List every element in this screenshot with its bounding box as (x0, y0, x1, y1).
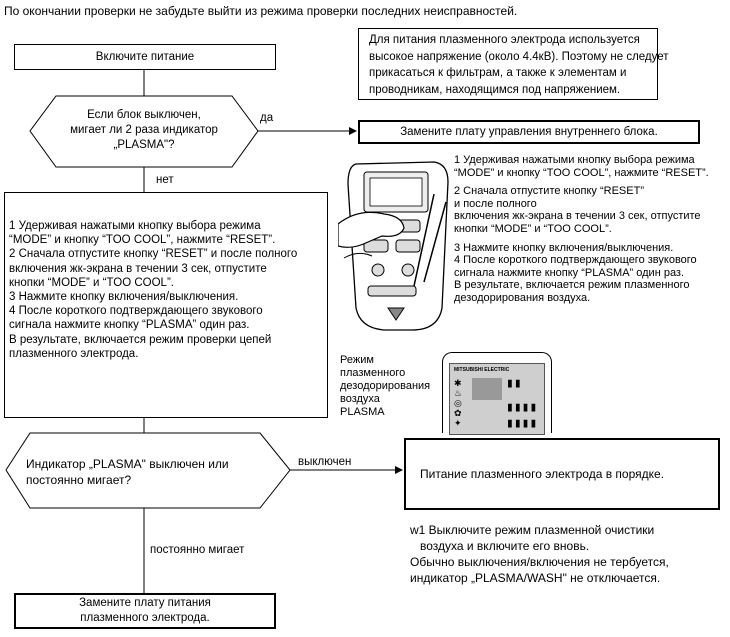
replace-plasma-line: плазменного электрода. (80, 612, 210, 624)
lcd-brand: MITSUBISHI ELECTRIC (454, 367, 510, 373)
step-line: 2 Сначала отпустите кнопку “RESET” и пос… (9, 248, 298, 261)
blinking-label: постоянно мигает (150, 544, 245, 556)
right-steps: 1 Удерживая нажатыми кнопку выбора режим… (454, 154, 709, 305)
step-line: включения жк-экрана в течении 3 сек, отп… (9, 262, 267, 275)
right-step-line: “MODE” и кнопку “TOO COOL”, нажмите “RES… (454, 166, 709, 179)
replace-plasma-line: Замените плату питания (79, 597, 211, 609)
right-step-line: 1 Удерживая нажатыми кнопку выбора режим… (454, 154, 695, 166)
decision1-shape (29, 95, 259, 168)
warning-box: Для питания плазменного электрода исполь… (358, 28, 669, 100)
decision2-line: постоянно мигает? (26, 473, 132, 487)
power-on-label: Включите питание (95, 51, 195, 63)
lcd-block (472, 378, 502, 400)
right-step-line: сигнала нажмите кнопку “PLASMA” один раз… (454, 266, 685, 279)
right-step-line: дезодорирования воздуха. (454, 291, 591, 304)
replace-indoor-box: Замените плату управления внутреннего бл… (358, 120, 700, 144)
decision2-shape (5, 432, 291, 509)
warning-line: высокое напряжение (около 4.4кВ). Поэтом… (369, 50, 669, 63)
no-label: нет (156, 174, 174, 186)
lcd-display-illustration: MITSUBISHI ELECTRIC ✱♨◎✿✦ ▮▮ ▮▮▮▮ ▮▮▮▮ (442, 352, 552, 435)
steps-box: 1 Удерживая нажатыми кнопку выбора режим… (4, 192, 328, 418)
mode-label-line: дезодорирования (340, 380, 431, 392)
right-step-line: В результате, включается режим плазменно… (454, 279, 690, 292)
step-line: 3 Нажмите кнопку включения/выключения. (9, 291, 239, 304)
decision1-line: Если блок выключен, (87, 109, 201, 121)
warning-line: прикасаться к фильтрам, а также к элемен… (369, 67, 627, 79)
decision1-line: „PLASMA"? (113, 139, 175, 151)
mode-label-line: воздуха (340, 393, 380, 405)
lcd-screen: MITSUBISHI ELECTRIC ✱♨◎✿✦ ▮▮ ▮▮▮▮ ▮▮▮▮ (449, 363, 545, 435)
footnote-line: воздуха и включите его вновь. (420, 539, 590, 553)
mode-label-line: Режим (340, 354, 374, 366)
right-step-line: кнопки “MODE” и “TOO COOL”. (454, 222, 612, 235)
power-on-box: Включите питание (14, 44, 276, 70)
step-line: кнопки “MODE” и “TOO COOL”. (9, 276, 174, 289)
footnote-line: индикатор „PLASMA/WASH" не отключается. (410, 571, 661, 585)
step-line: 1 Удерживая нажатыми кнопку выбора режим… (9, 220, 261, 232)
step-line: сигнала нажмите кнопку “PLASMA” один раз… (9, 319, 250, 332)
right-step-line: и после полного (454, 197, 537, 210)
mode-label-line: PLASMA (340, 406, 385, 418)
right-step-line: 2 Сначала отпустите кнопку “RESET” (454, 185, 644, 198)
footnote-line: w1 Выключите режим плазменной очистики (410, 523, 655, 537)
decision2-line: Индикатор „PLASMA" выключен или (26, 457, 229, 471)
top-note: По окончании проверки не забудьте выйти … (4, 4, 518, 18)
lcd-temp-glyph: ▮▮ (506, 376, 522, 391)
step-line: “MODE” и кнопку “TOO COOL”, нажмите “RES… (9, 234, 276, 247)
remote-control-illustration (338, 161, 449, 331)
yes-label: да (260, 112, 274, 124)
footnote: w1 Выключите режим плазменной очистики в… (406, 522, 669, 586)
step-line: В результате, включается режим проверки … (9, 333, 272, 346)
ok-label: Питание плазменного электрода в порядке. (420, 467, 665, 481)
decision1-line: мигает ли 2 раза индикатор (70, 124, 218, 136)
decision1-text: Если блок выключен, мигает ли 2 раза инд… (56, 108, 232, 153)
warning-line: проводникам, находящимся под напряжением… (369, 83, 621, 96)
footnote-line: Обычно выключения/включения не тербуется… (410, 555, 669, 569)
right-step-line: включения жк-экрана в течении 3 сек, отп… (454, 210, 701, 223)
off-label: выключен (298, 456, 352, 468)
lcd-mode-icons: ✱♨◎✿✦ (454, 378, 463, 428)
decision2-text: Индикатор „PLASMA" выключен или постоянн… (26, 456, 229, 488)
right-step-line: 4 После короткого подтверждающего звуков… (454, 254, 697, 267)
replace-plasma-box: Замените плату питания плазменного элект… (14, 593, 276, 629)
mode-label-line: плазменного (340, 367, 406, 379)
lcd-timer-glyph: ▮▮▮▮ (506, 416, 538, 431)
warning-line: Для питания плазменного электрода исполь… (369, 34, 640, 46)
replace-indoor-label: Замените плату управления внутреннего бл… (400, 126, 658, 138)
lcd-time-glyph: ▮▮▮▮ (506, 400, 538, 415)
right-step-line: 3 Нажмите кнопку включения/выключения. (454, 241, 674, 254)
step-line: 4 После короткого подтверждающего звуков… (9, 305, 263, 318)
step-line: плазменного электрода. (9, 347, 139, 360)
mode-label: Режим плазменного дезодорирования воздух… (340, 354, 430, 419)
ok-box: Питание плазменного электрода в порядке. (404, 438, 720, 510)
